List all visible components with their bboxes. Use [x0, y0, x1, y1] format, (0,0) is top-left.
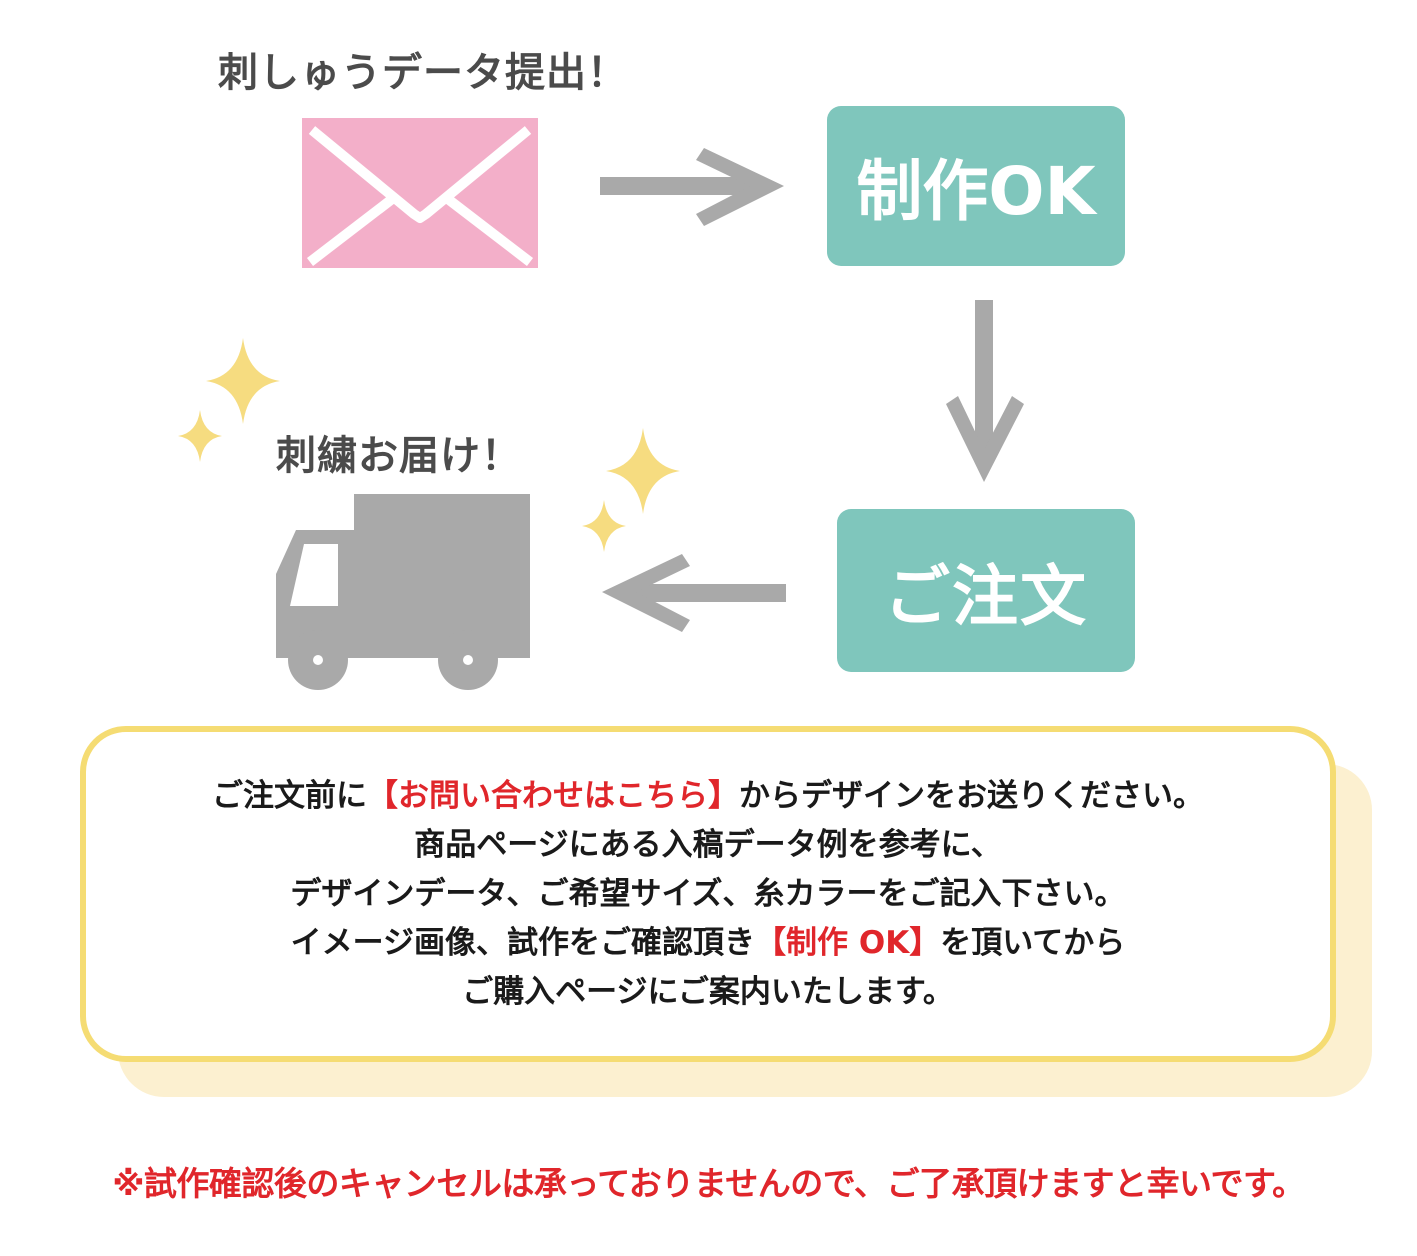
info-line-4: イメージ画像、試作をご確認頂き【制作 OK】を頂いてから — [80, 919, 1336, 968]
step-order-label: ご注文 — [884, 557, 1088, 635]
step-order-box: ご注文 — [837, 509, 1135, 672]
cancellation-notice: ※試作確認後のキャンセルは承っておりませんので、ご了承頂けますと幸いです。 — [112, 1164, 1305, 1203]
info-text: ご注文前に【お問い合わせはこちら】からデザインをお送りください。 商品ページにあ… — [80, 772, 1336, 1017]
info-panel — [80, 726, 1336, 1062]
production-ok-highlight: 【制作 OK】 — [755, 925, 941, 961]
envelope-icon — [302, 118, 538, 268]
info-line-3: デザインデータ、ご希望サイズ、糸カラーをご記入下さい。 — [290, 876, 1126, 912]
arrow-left-icon — [602, 554, 786, 632]
info-line-1-start: ご注文前に — [212, 778, 367, 814]
truck-icon — [276, 494, 530, 690]
sparkle-icon — [206, 338, 280, 424]
sparkle-icon — [582, 500, 626, 552]
arrow-down-icon — [946, 300, 1024, 482]
info-line-4-end: を頂いてから — [940, 925, 1126, 961]
info-line-5: ご購入ページにご案内いたします。 — [462, 974, 954, 1010]
info-line-4-start: イメージ画像、試作をご確認頂き — [290, 925, 756, 961]
arrow-right-icon — [600, 148, 784, 226]
step-submit-label: 刺しゅうデータ提出！ — [218, 50, 628, 96]
sparkle-icon — [606, 428, 680, 514]
info-line-2: 商品ページにある入稿データ例を参考に、 — [414, 827, 1002, 863]
step-deliver-label: 刺繍お届け！ — [276, 433, 522, 479]
info-line-1-end: からデザインをお送りください。 — [739, 778, 1204, 814]
step-ok-box: 制作OK — [827, 106, 1125, 266]
sparkle-icon — [178, 410, 222, 462]
info-line-1: ご注文前に【お問い合わせはこちら】からデザインをお送りください。 — [80, 772, 1336, 821]
contact-link[interactable]: 【お問い合わせはこちら】 — [367, 778, 739, 814]
step-ok-label: 制作OK — [856, 153, 1096, 230]
